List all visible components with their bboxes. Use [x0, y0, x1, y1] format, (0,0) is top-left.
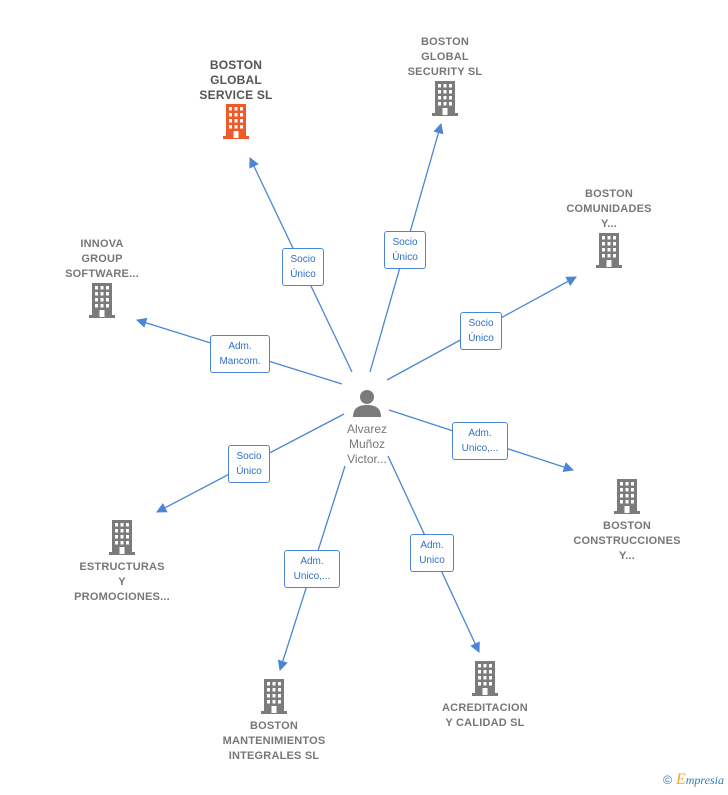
building-icon	[214, 678, 334, 719]
node-label: BOSTON MANTENIMIENTOS INTEGRALES SL	[222, 720, 326, 762]
node-boston-construcciones[interactable]: BOSTON CONSTRUCCIONES Y...	[566, 478, 688, 564]
node-label: INNOVA GROUP SOFTWARE...	[65, 238, 139, 280]
brand-initial: E	[675, 771, 686, 788]
node-label: ACREDITACION Y CALIDAD SL	[442, 702, 528, 729]
node-boston-global-security[interactable]: BOSTON GLOBAL SECURITY SL	[395, 35, 495, 121]
node-boston-global-service[interactable]: BOSTON GLOBAL SERVICE SL	[186, 58, 286, 143]
building-icon	[432, 660, 538, 701]
building-icon	[555, 232, 663, 273]
node-boston-mantenimientos[interactable]: BOSTON MANTENIMIENTOS INTEGRALES SL	[214, 678, 334, 764]
node-innova-group[interactable]: INNOVA GROUP SOFTWARE...	[52, 237, 152, 323]
edge-label-acreditacion[interactable]: Adm. Unico	[410, 534, 454, 572]
center-person-node[interactable]: Alvarez Muñoz Victor...	[325, 388, 409, 467]
node-label: BOSTON GLOBAL SECURITY SL	[407, 36, 483, 78]
empresia-logo: ©Empresia	[663, 771, 724, 789]
person-label: Alvarez Muñoz Victor...	[346, 422, 387, 466]
node-label: BOSTON GLOBAL SERVICE SL	[199, 58, 273, 102]
node-label: BOSTON CONSTRUCCIONES Y...	[573, 520, 681, 562]
copyright-symbol: ©	[663, 773, 672, 787]
node-label: BOSTON COMUNIDADES Y...	[566, 188, 652, 230]
person-icon	[353, 390, 381, 417]
brand-name: mpresia	[685, 773, 724, 787]
edge-label-estructuras[interactable]: Socio Único	[228, 445, 270, 483]
edge-label-boston-mantenimientos[interactable]: Adm. Unico,...	[284, 550, 340, 588]
edge-label-innova-group[interactable]: Adm. Mancom.	[210, 335, 270, 373]
edge-label-boston-global-security[interactable]: Socio Único	[384, 231, 426, 269]
node-boston-comunidades[interactable]: BOSTON COMUNIDADES Y...	[555, 187, 663, 273]
building-icon	[186, 103, 286, 143]
building-icon	[566, 478, 688, 519]
building-icon	[52, 282, 152, 323]
node-acreditacion[interactable]: ACREDITACION Y CALIDAD SL	[432, 660, 538, 731]
edge-label-boston-construcciones[interactable]: Adm. Unico,...	[452, 422, 508, 460]
edge-label-boston-global-service[interactable]: Socio Único	[282, 248, 324, 286]
building-icon	[395, 80, 495, 121]
node-estructuras[interactable]: ESTRUCTURAS Y PROMOCIONES...	[66, 519, 178, 605]
building-icon	[66, 519, 178, 560]
edge-label-boston-comunidades[interactable]: Socio Único	[460, 312, 502, 350]
node-label: ESTRUCTURAS Y PROMOCIONES...	[74, 561, 170, 603]
